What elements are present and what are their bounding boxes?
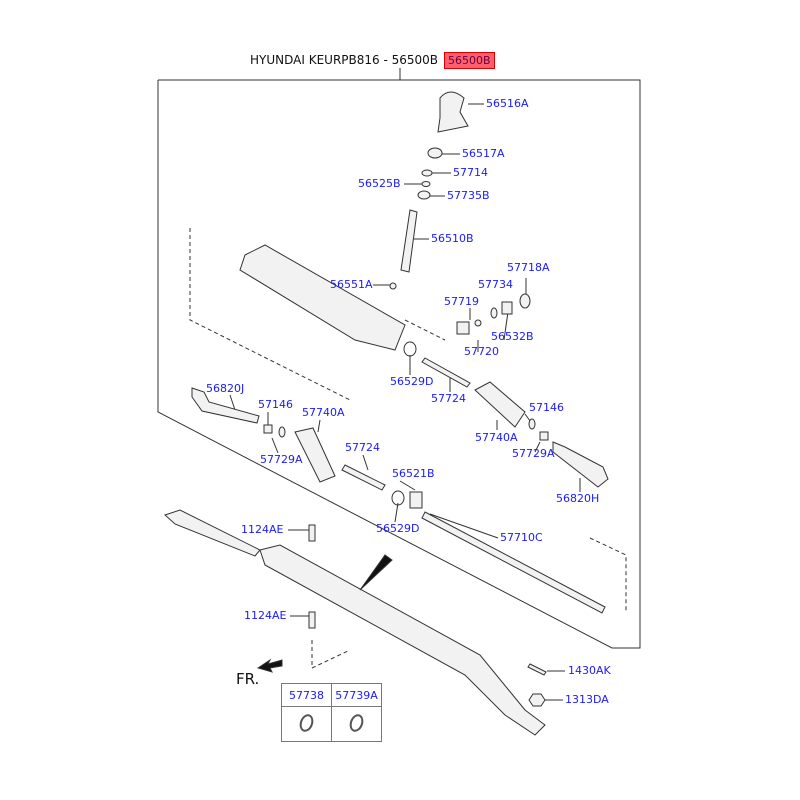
o-ring-icon — [297, 711, 316, 734]
part-label[interactable]: 57146 — [529, 401, 564, 414]
part-57146-a — [263, 424, 273, 434]
part-label[interactable]: 57729A — [260, 453, 303, 466]
part-57710C — [421, 511, 606, 614]
part-label[interactable]: 57729A — [512, 447, 555, 460]
table-header-57738[interactable]: 57738 — [281, 683, 332, 707]
part-56529D-b — [391, 490, 405, 506]
part-57724-b — [341, 464, 386, 491]
part-label[interactable]: 56820J — [206, 382, 245, 395]
part-56525B — [421, 181, 431, 187]
part-label[interactable]: 56820H — [556, 492, 600, 505]
part-1313DA — [528, 693, 546, 707]
part-label[interactable]: 56551A — [330, 278, 373, 291]
part-57719 — [456, 321, 470, 335]
part-label[interactable]: 1124AE — [244, 609, 287, 622]
table-cell — [281, 706, 332, 742]
highlighted-part-number[interactable]: 56500B — [444, 52, 495, 69]
part-56532B — [501, 301, 513, 315]
part-57720 — [474, 319, 482, 327]
part-57714 — [421, 169, 433, 177]
part-56510B — [400, 209, 418, 273]
part-57740A-a — [294, 427, 336, 483]
o-ring-icon — [347, 711, 366, 734]
part-label[interactable]: 1124AE — [241, 523, 284, 536]
part-label[interactable]: 57146 — [258, 398, 293, 411]
part-label[interactable]: 57740A — [302, 406, 345, 419]
part-57734 — [490, 307, 498, 319]
part-label[interactable]: 57740A — [475, 431, 518, 444]
part-56551A — [389, 282, 397, 290]
part-label[interactable]: 1430AK — [568, 664, 611, 677]
part-label[interactable]: 56521B — [392, 467, 435, 480]
part-label[interactable]: 57720 — [464, 345, 499, 358]
part-57146-b — [539, 431, 549, 441]
part-label[interactable]: 57724 — [345, 441, 380, 454]
title-bar: HYUNDAI KEURPB816 - 56500B 56500B — [250, 52, 495, 69]
part-label[interactable]: 56510B — [431, 232, 474, 245]
part-label[interactable]: 57735B — [447, 189, 490, 202]
part-56517A — [427, 147, 443, 159]
part-label[interactable]: 57724 — [431, 392, 466, 405]
part-label[interactable]: 56532B — [491, 330, 534, 343]
front-direction-label: FR. — [236, 670, 260, 688]
part-56516A — [437, 91, 469, 133]
part-tie-rod-left — [164, 509, 261, 557]
parts-table: 57738 57739A — [281, 683, 382, 742]
arrow-indicator — [359, 554, 393, 591]
diagram-title: HYUNDAI KEURPB816 - 56500B — [250, 53, 439, 67]
part-57718A — [519, 293, 531, 309]
part-1124AE-b — [308, 611, 316, 629]
part-label[interactable]: 56529D — [376, 522, 420, 535]
part-57724-a — [421, 357, 471, 388]
part-label[interactable]: 57734 — [478, 278, 513, 291]
part-label[interactable]: 57714 — [453, 166, 488, 179]
part-label[interactable]: 57719 — [444, 295, 479, 308]
part-1124AE-a — [308, 524, 316, 542]
table-cell — [331, 706, 382, 742]
frame-outline — [157, 79, 641, 649]
part-label[interactable]: 56529D — [390, 375, 434, 388]
part-rack-housing-upper — [239, 244, 406, 351]
part-57729A-b — [528, 418, 536, 430]
part-56820H — [552, 441, 609, 488]
part-label[interactable]: 1313DA — [565, 693, 609, 706]
part-label[interactable]: 56517A — [462, 147, 505, 160]
part-57735B — [417, 190, 431, 200]
part-57740A-b — [474, 381, 526, 428]
part-label[interactable]: 57710C — [500, 531, 543, 544]
part-56820J — [191, 387, 260, 424]
part-1430AK — [527, 663, 547, 676]
part-56521B — [409, 491, 423, 509]
part-57729A-a — [278, 426, 286, 438]
part-label[interactable]: 56516A — [486, 97, 529, 110]
part-assembly-lower — [259, 544, 546, 736]
table-header-57739A[interactable]: 57739A — [331, 683, 382, 707]
part-label[interactable]: 57718A — [507, 261, 550, 274]
fr-arrow-icon — [256, 658, 283, 673]
part-label[interactable]: 56525B — [358, 177, 401, 190]
part-56529D-a — [403, 341, 417, 357]
